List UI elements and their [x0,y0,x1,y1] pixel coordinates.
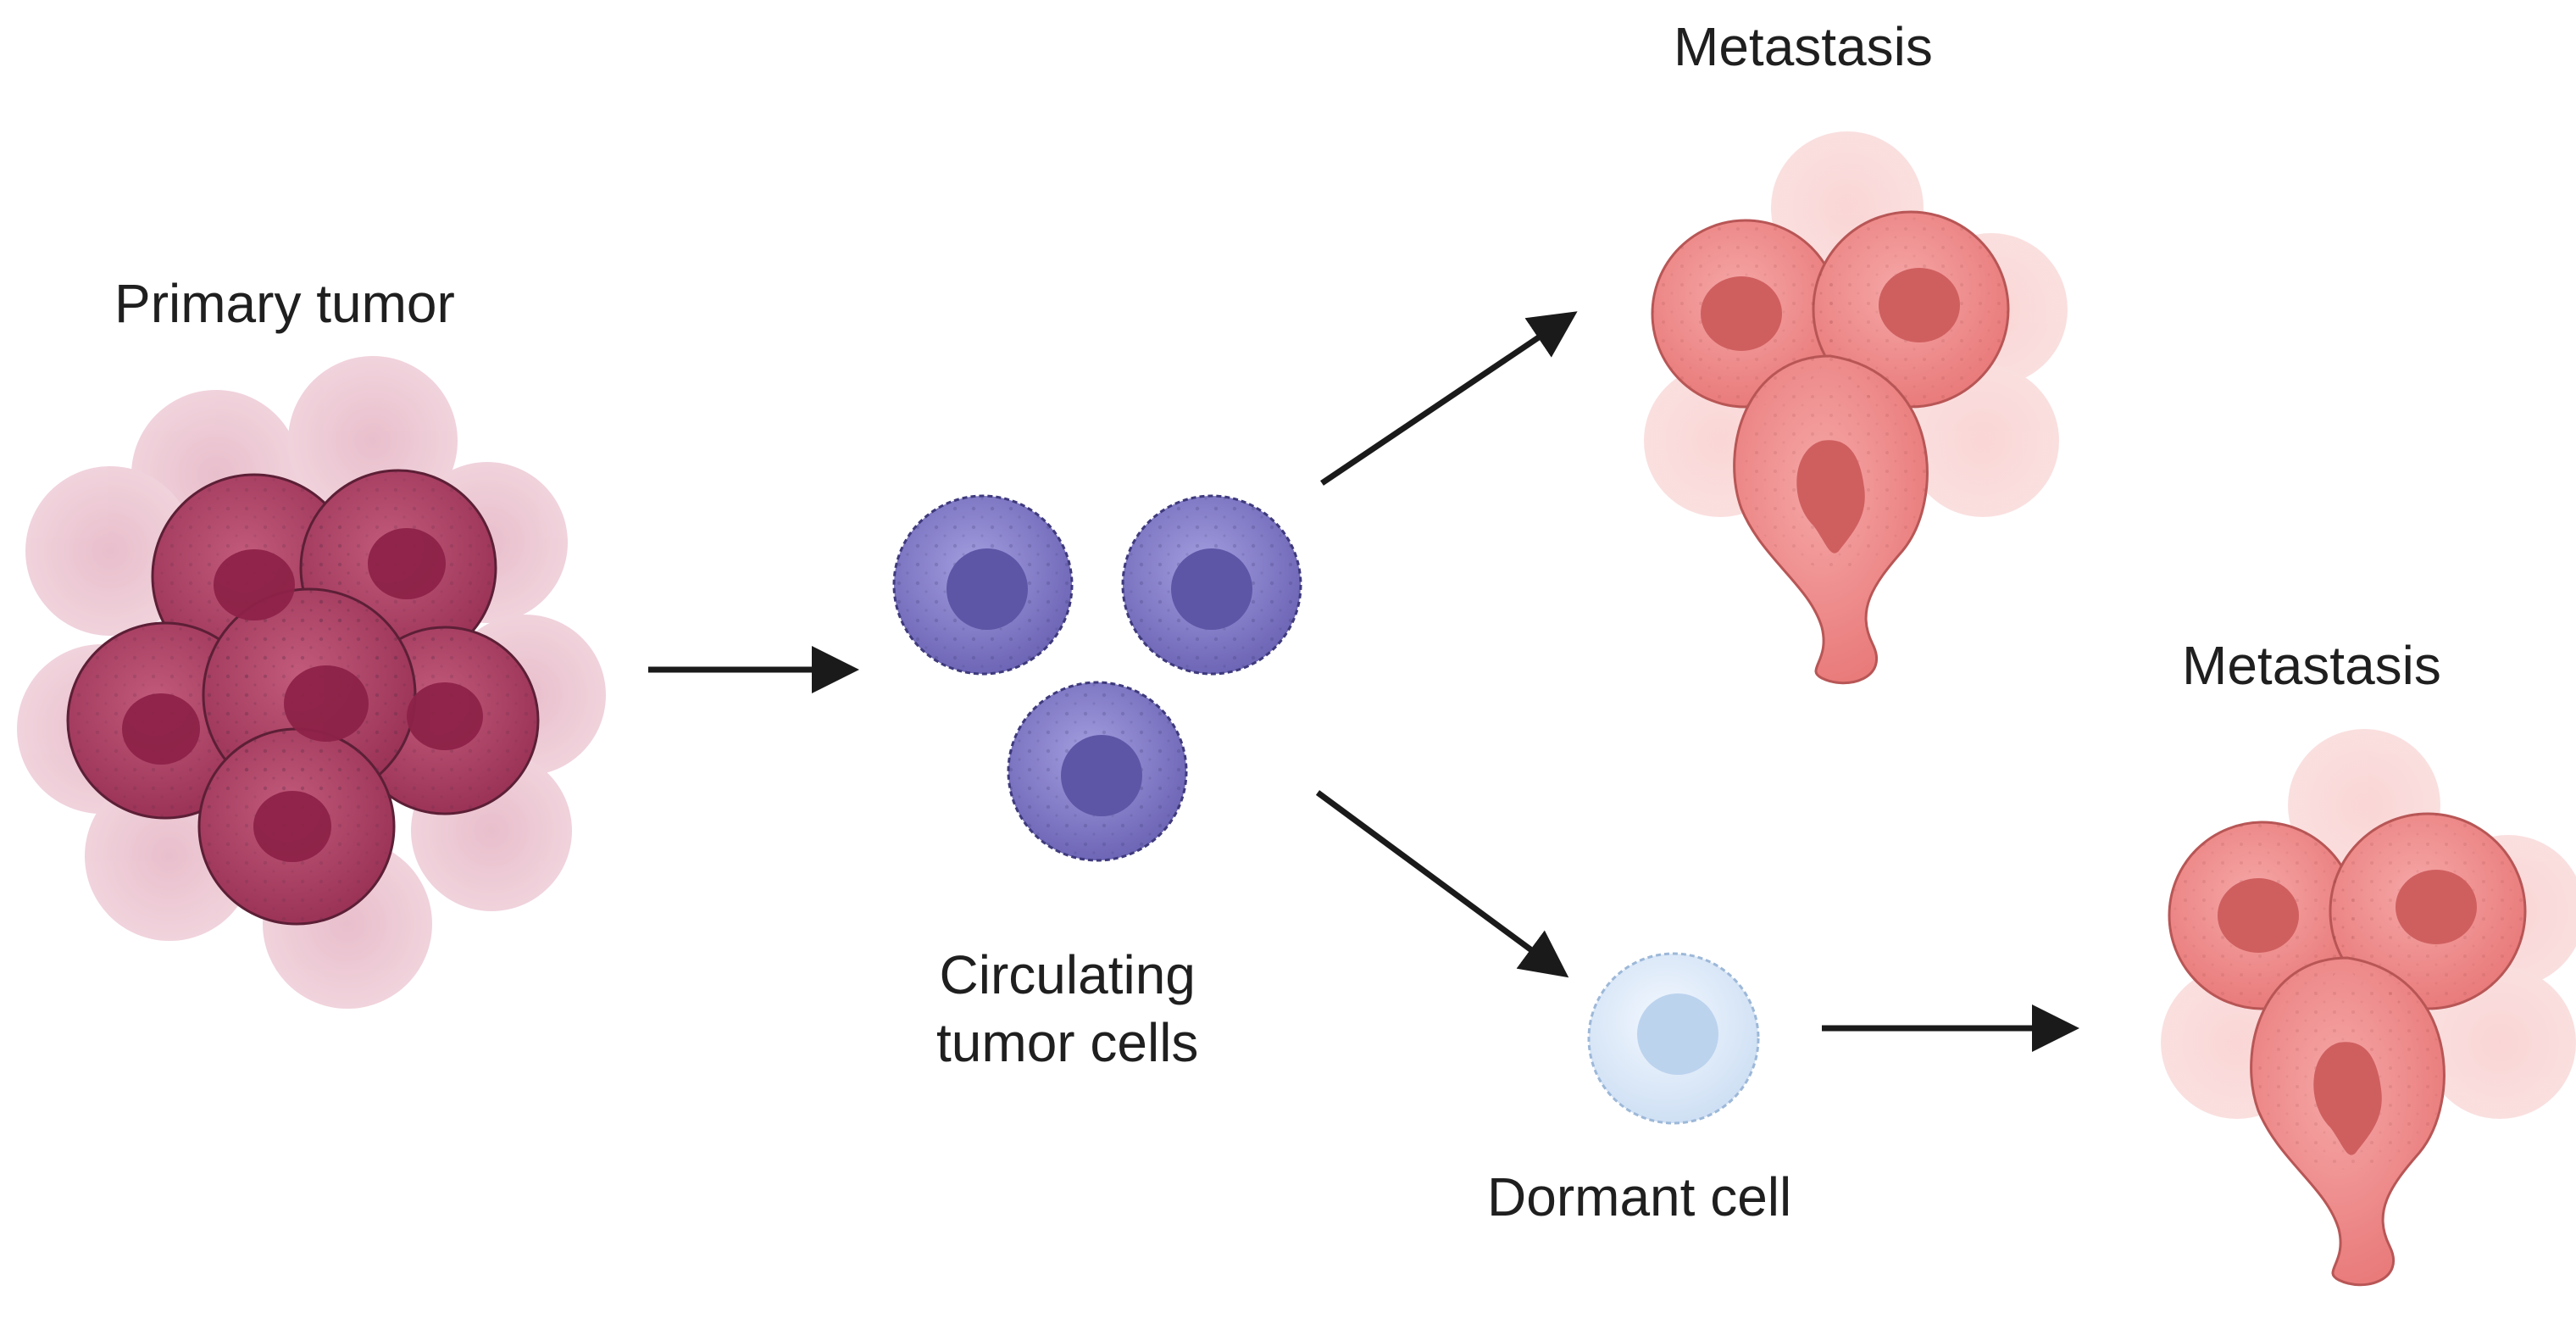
label-circulating-tumor-cells: Circulating tumor cells [936,941,1198,1077]
circulating-tumor-cells [892,494,1302,862]
primary-tumor-cluster [17,356,606,1009]
label-circulating-line2: tumor cells [936,1012,1199,1073]
label-primary-tumor: Primary tumor [114,273,455,334]
dormant-cell [1587,952,1760,1125]
arrow-ctc-to-dormant [1315,790,1569,978]
label-metastasis-top: Metastasis [1674,16,1933,77]
label-metastasis-bottom: Metastasis [2182,635,2441,696]
arrow-ctc-to-metastasis-top [1320,311,1578,486]
label-circulating-line1: Circulating [939,944,1196,1005]
label-dormant-cell: Dormant cell [1487,1166,1792,1227]
metastasis-bottom-cluster [2161,729,2576,1287]
metastasis-top-cluster [1644,131,2068,685]
